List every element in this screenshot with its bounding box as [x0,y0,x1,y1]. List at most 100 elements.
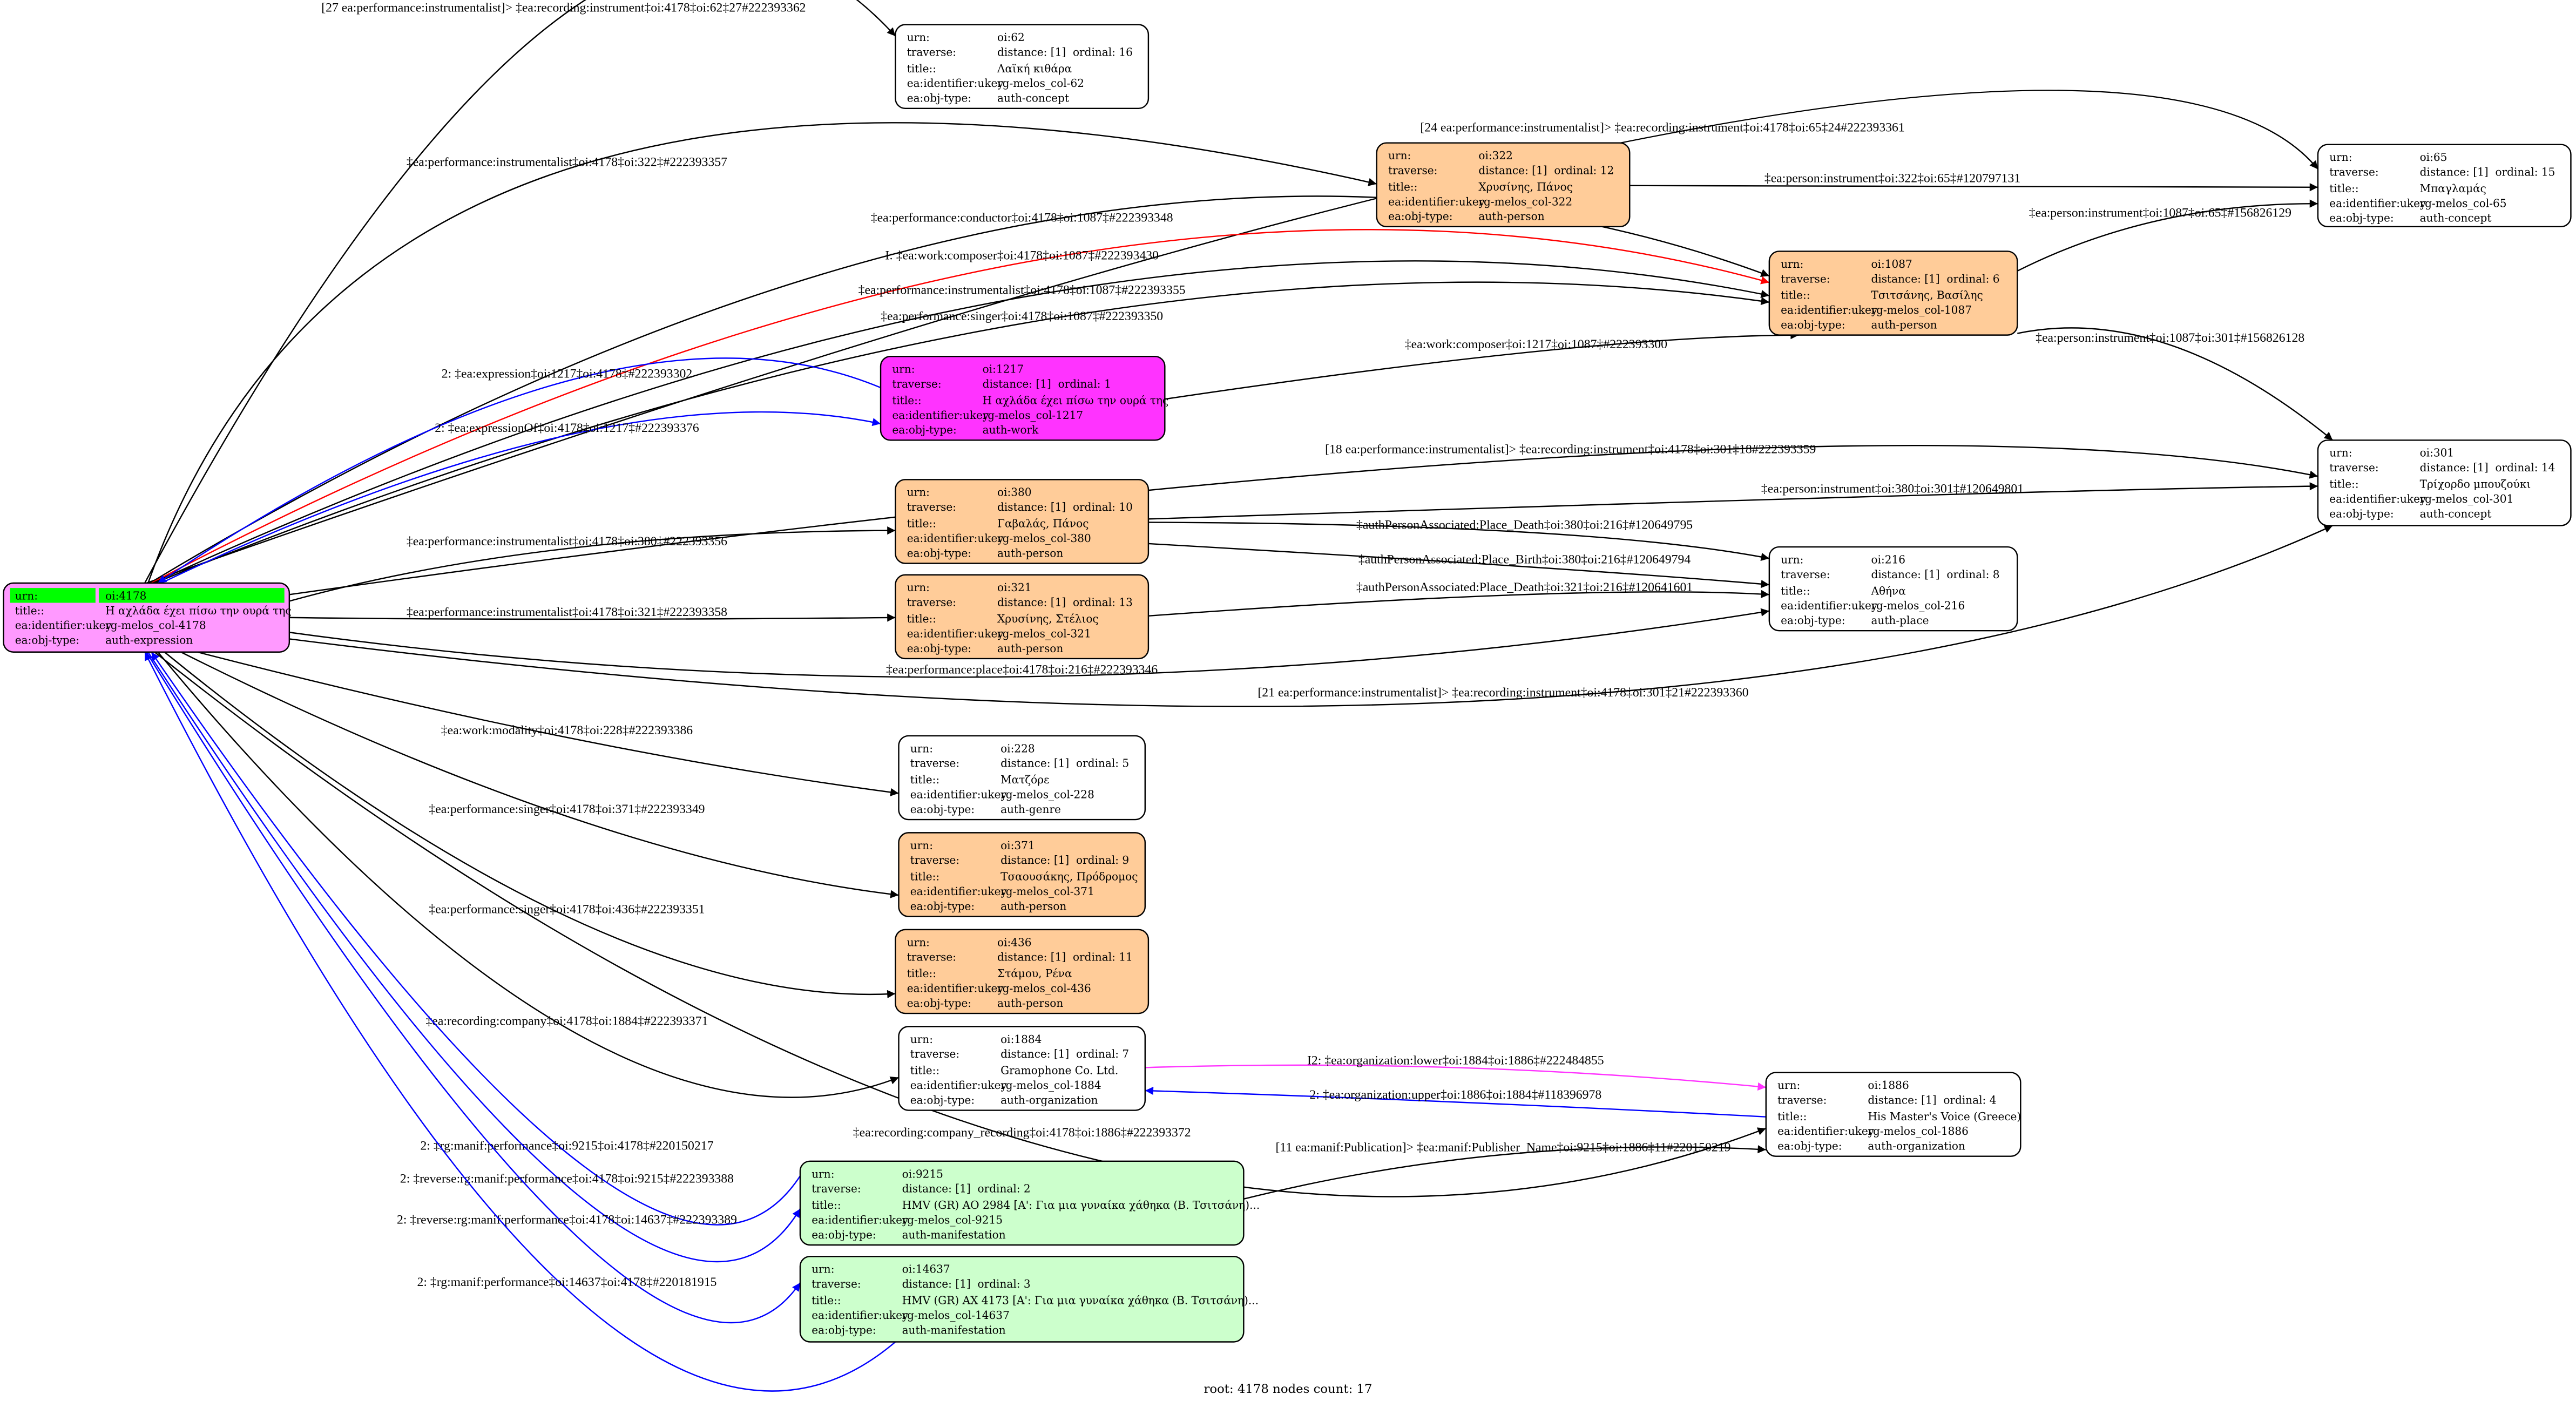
edge-line[interactable] [180,651,899,898]
edge[interactable]: 2: ‡rg:manif:performance‡oi:14637‡oi:417… [144,652,896,1392]
edge-line[interactable] [157,651,899,1098]
node-box[interactable] [895,479,1150,564]
edge[interactable]: ‡ea:performance:place‡oi:4178‡oi:216‡#22… [289,608,1770,678]
node-box[interactable] [1765,1072,2021,1157]
edge-line[interactable] [2017,327,2334,441]
edge-line[interactable] [289,525,2333,707]
row-value-ukey: rg-melos_col-322 [1478,195,1572,208]
edge-line[interactable] [151,229,1770,584]
edge-line[interactable] [289,613,896,622]
edge[interactable]: ‡authPersonAssociated:Place_Birth‡oi:380… [1148,543,1769,588]
edge[interactable]: [27 ea:performance:instrumentalist]> ‡ea… [144,0,896,584]
edge[interactable]: 2: ‡reverse:rg:manif:performance‡oi:4178… [147,652,801,1263]
edge[interactable]: ‡authPersonAssociated:Place_Death‡oi:321… [1148,580,1769,617]
node-box[interactable] [895,574,1150,660]
edge[interactable]: [11 ea:manif:Publication]> ‡ea:manif:Pub… [1243,1141,1766,1200]
node-box[interactable] [898,735,1146,821]
edge-line[interactable] [154,281,1770,584]
edge[interactable]: ‡ea:person:instrument‡oi:322‡oi:65‡#1207… [1630,172,2318,192]
edge-line[interactable] [1148,543,1769,588]
node-box[interactable] [1768,546,2018,632]
edge[interactable]: ‡ea:performance:singer‡oi:4178‡oi:436‡#2… [164,651,896,998]
node-box[interactable] [898,832,1146,917]
edge-line[interactable] [1630,183,2318,192]
edge[interactable]: ‡ea:person:instrument‡oi:1087‡oi:301‡#15… [2017,327,2334,441]
edge[interactable]: 2: ‡ea:organization:upper‡oi:1886‡oi:188… [1145,1086,1766,1118]
node-box[interactable] [898,1026,1146,1111]
edge-line[interactable] [144,652,896,1392]
node-box[interactable] [895,929,1150,1014]
edge-line[interactable] [197,651,899,796]
edge-line[interactable] [151,652,801,1226]
edge[interactable]: ‡ea:work:modality‡oi:4178‡oi:228‡#222393… [197,651,899,796]
row-value-title: Λαϊκή κιθάρα [997,62,1072,75]
edge[interactable]: I: ‡ea:work:composer‡oi:4178‡oi:1087‡#22… [151,229,1770,584]
edge-line[interactable] [161,411,881,584]
edge-line[interactable] [1148,482,2318,520]
row-label-urn: urn: [812,1167,834,1180]
edge-line[interactable] [1148,522,1770,561]
node-box[interactable] [1376,142,1631,228]
edge-line[interactable] [146,90,2318,584]
edge[interactable]: 2: ‡rg:manif:performance‡oi:9215‡oi:4178… [151,652,801,1226]
edge[interactable]: ‡authPersonAssociated:Place_Death‡oi:380… [1148,518,1770,561]
edge[interactable]: I2: ‡ea:organization:lower‡oi:1884‡oi:18… [1145,1053,1766,1091]
edge[interactable]: ‡ea:work:composer‡oi:1217‡oi:1087‡#22239… [1165,331,1799,400]
edge[interactable]: ‡ea:recording:company‡oi:4178‡oi:1884‡#2… [157,651,899,1098]
edge-line[interactable] [144,0,896,584]
edge[interactable]: ‡ea:performance:instrumentalist‡oi:4178‡… [152,260,1770,584]
edge-line[interactable] [146,652,801,1324]
edge[interactable]: ‡ea:person:instrument‡oi:380‡oi:301‡#120… [1148,482,2318,520]
edge[interactable]: 2: ‡ea:expression‡oi:1217‡oi:4178‡#22239… [157,357,881,584]
edge[interactable]: ‡ea:performance:instrumentalist‡oi:4178‡… [289,526,896,602]
edge-line[interactable] [1243,1145,1766,1200]
node-box[interactable] [2317,439,2572,526]
node-box[interactable] [895,24,1150,110]
edge-line[interactable] [289,608,1770,678]
edge[interactable]: ‡ea:performance:singer‡oi:4178‡oi:1087‡#… [154,281,1770,584]
edge[interactable]: ‡ea:performance:instrumentalist‡oi:4178‡… [147,122,1377,584]
edge[interactable]: ‡ea:performance:singer‡oi:4178‡oi:371‡#2… [180,651,899,898]
edge-line[interactable] [157,357,881,584]
edge-line[interactable] [289,526,896,602]
edge[interactable]: 2: ‡reverse:rg:manif:performance‡oi:4178… [146,652,801,1324]
edge-line[interactable] [1145,1064,1766,1091]
edge-line[interactable] [164,651,896,998]
node-box[interactable] [880,355,1166,441]
edge-line[interactable] [2017,199,2318,272]
edge[interactable]: [24 ea:performance:instrumentalist]> ‡ea… [146,90,2318,584]
edge[interactable]: 2: ‡ea:expressionOf‡oi:4178‡oi:1217‡#222… [161,411,881,584]
edge-line[interactable] [1148,590,1769,617]
edge[interactable]: ‡ea:performance:instrumentalist‡oi:4178‡… [289,605,896,622]
edge-line[interactable] [154,651,1767,1197]
edge[interactable]: ‡ea:recording:company_recording‡oi:4178‡… [154,651,1767,1197]
node-box[interactable] [1768,251,2018,336]
node-box[interactable] [799,1256,1245,1343]
edge-line[interactable] [1165,331,1799,400]
edge-line[interactable] [1145,1086,1766,1118]
node-box[interactable] [2317,144,2572,228]
node-box[interactable] [799,1160,1245,1246]
edge-line[interactable] [147,652,801,1263]
edge[interactable]: [21 ea:performance:instrumentalist]> ‡ea… [289,525,2333,707]
edge-line[interactable] [147,122,1377,584]
edge[interactable]: ‡ea:person:instrument‡oi:1087‡oi:65‡#156… [2017,199,2318,272]
edge-line[interactable] [152,260,1770,584]
